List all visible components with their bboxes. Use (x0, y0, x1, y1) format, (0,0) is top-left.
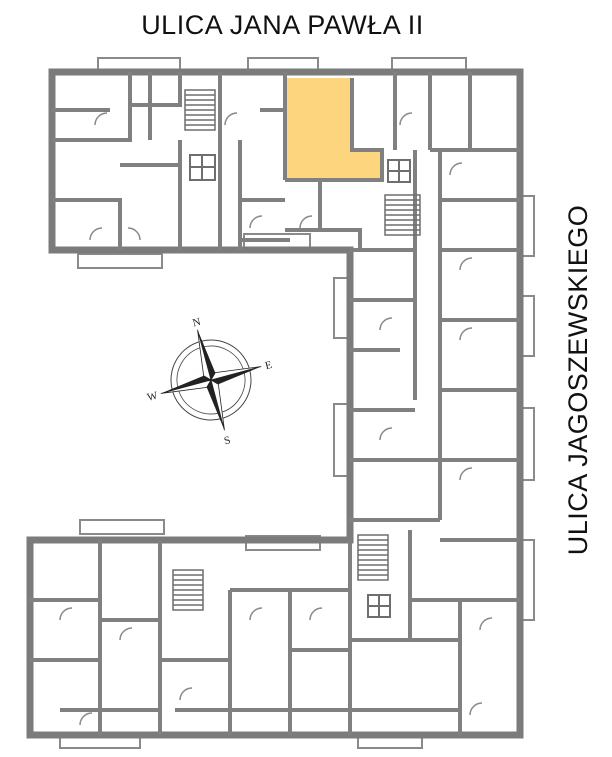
highlighted-apartment[interactable] (285, 78, 382, 180)
compass-s: S (223, 434, 232, 447)
interior-walls (30, 72, 520, 735)
outer-walls (26, 68, 524, 739)
stairs-icon (172, 89, 421, 611)
elevator-icon (189, 154, 411, 618)
door-swing-icon (59, 112, 493, 726)
compass-n: N (191, 316, 202, 330)
compass-w: W (146, 389, 160, 403)
street-label-top: ULICA JANA PAWŁA II (141, 10, 424, 40)
compass-rose-icon: N E S W (146, 316, 274, 448)
compass-e: E (264, 359, 274, 372)
